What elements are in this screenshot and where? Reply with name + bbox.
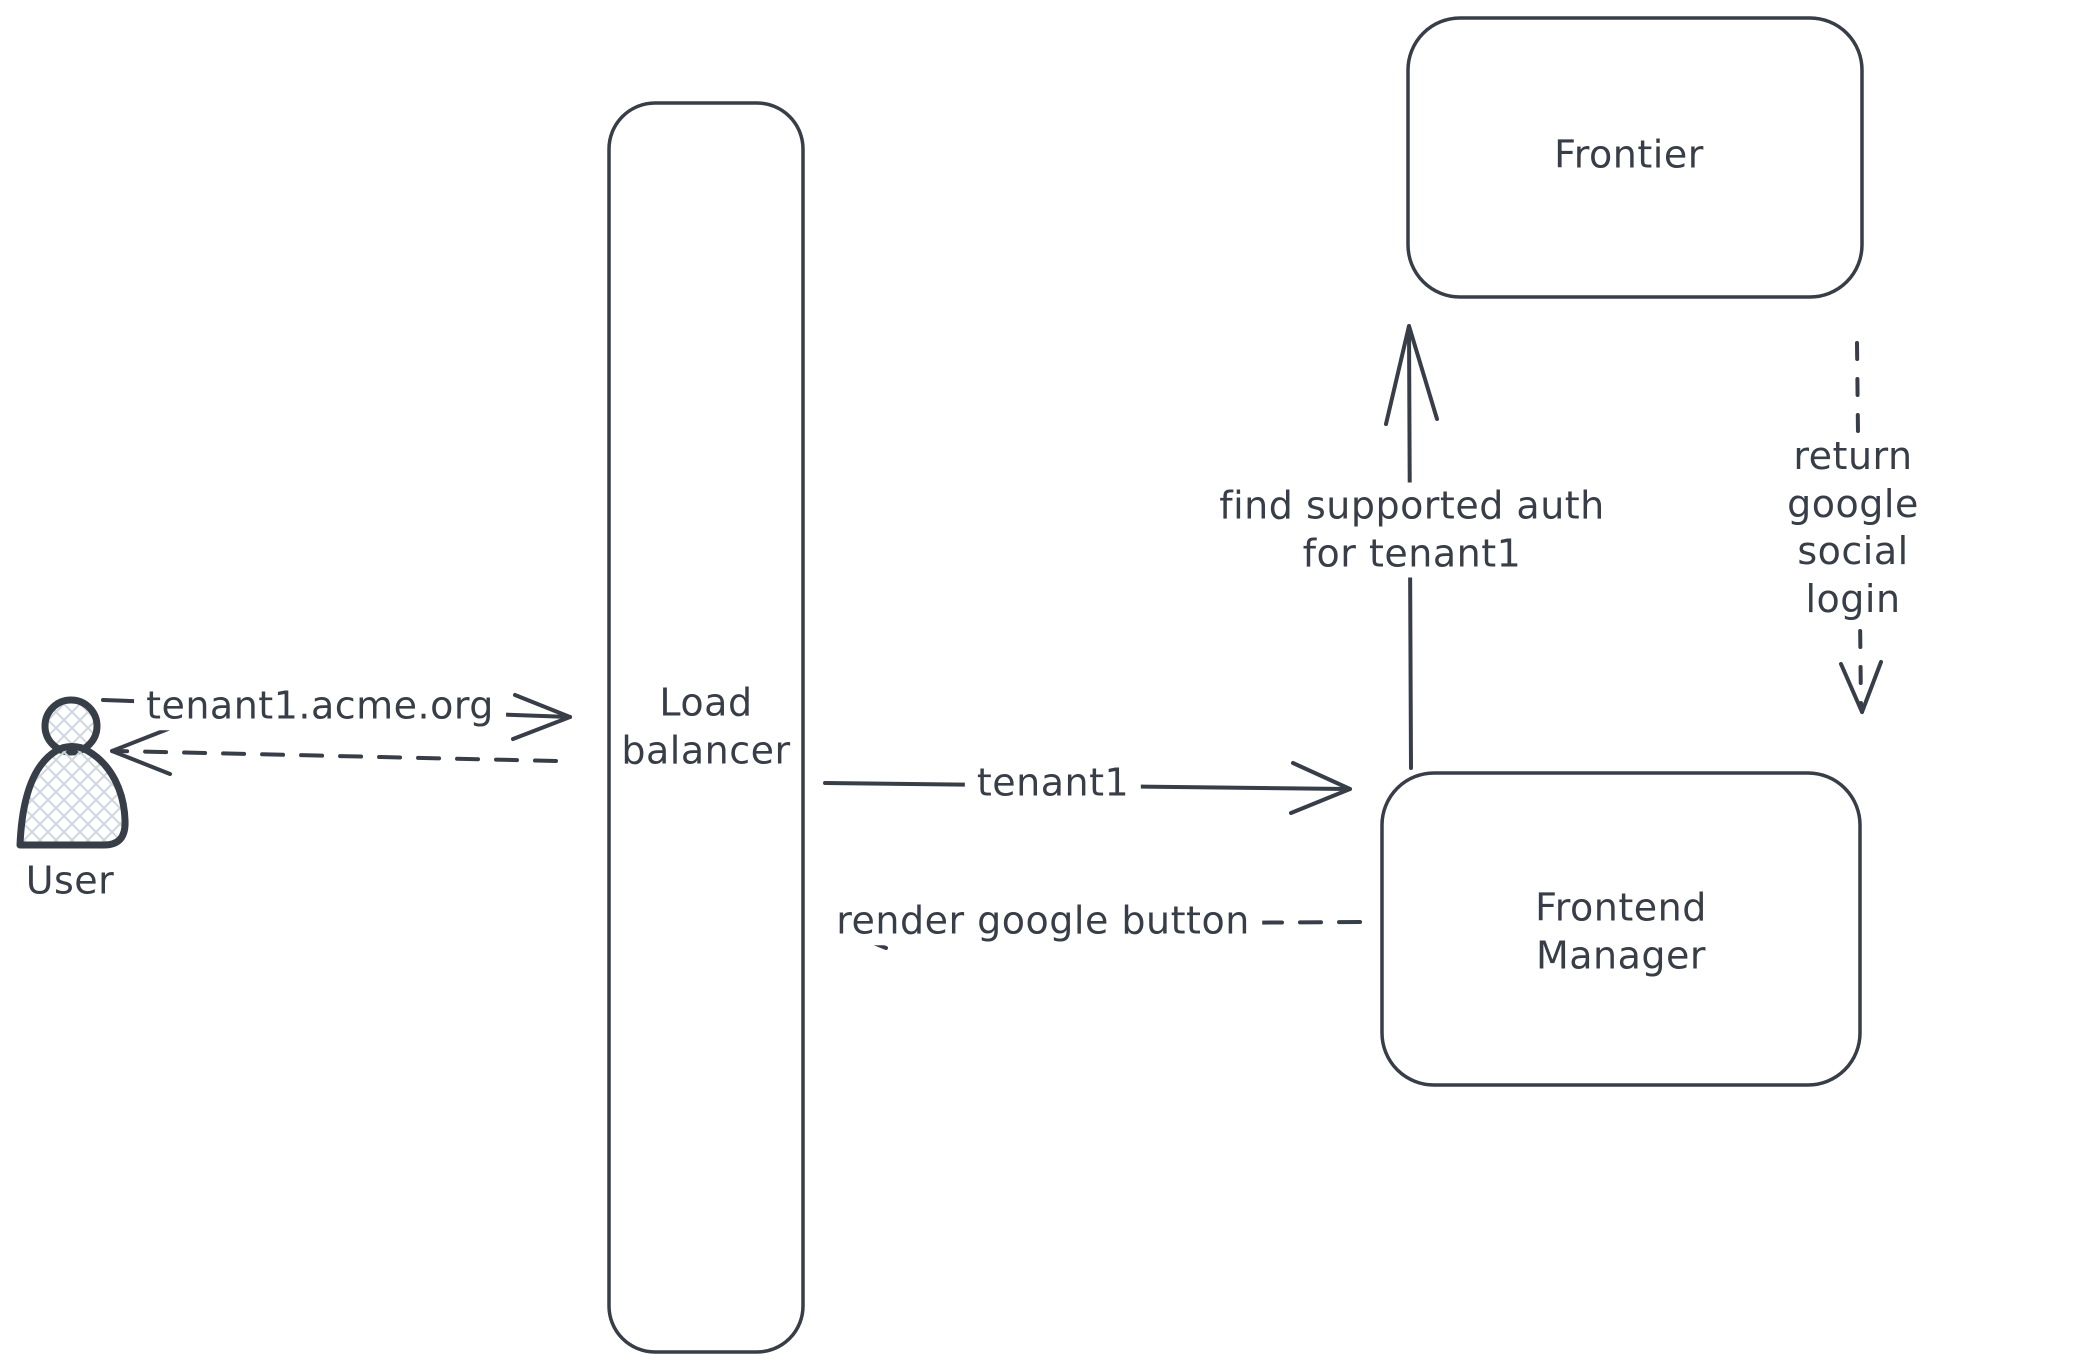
- find-supported-auth-label: find supported auth for tenant1: [1207, 482, 1617, 578]
- response-arrow-line: [116, 749, 558, 763]
- frontier-box: [1406, 16, 1864, 299]
- request-arrowhead-icon: [511, 693, 572, 741]
- frontend-manager-label: Frontend Manager: [1535, 885, 1707, 978]
- render-google-button-label: render google button: [824, 897, 1262, 945]
- load-balancer-label: Load balancer: [621, 680, 791, 773]
- response-arrowhead-icon: [110, 727, 172, 776]
- tenant1-arrowhead-icon: [1289, 761, 1352, 815]
- frontend-manager-box: [1380, 771, 1862, 1087]
- response-arrow: [110, 727, 558, 776]
- user-person-icon: [16, 696, 129, 849]
- frontier-label: Frontier: [1554, 132, 1704, 177]
- load-balancer-box: [607, 101, 805, 1354]
- request-arrow-label: tenant1.acme.org: [134, 682, 506, 730]
- user-label: User: [25, 858, 115, 903]
- return-google-social-login-arrowhead-icon: [1839, 660, 1883, 714]
- tenant1-arrow-label: tenant1: [964, 759, 1142, 807]
- user-body: [16, 743, 129, 849]
- return-google-social-login-label: return google social login: [1738, 433, 1968, 623]
- find-supported-auth-arrowhead-icon: [1384, 324, 1439, 426]
